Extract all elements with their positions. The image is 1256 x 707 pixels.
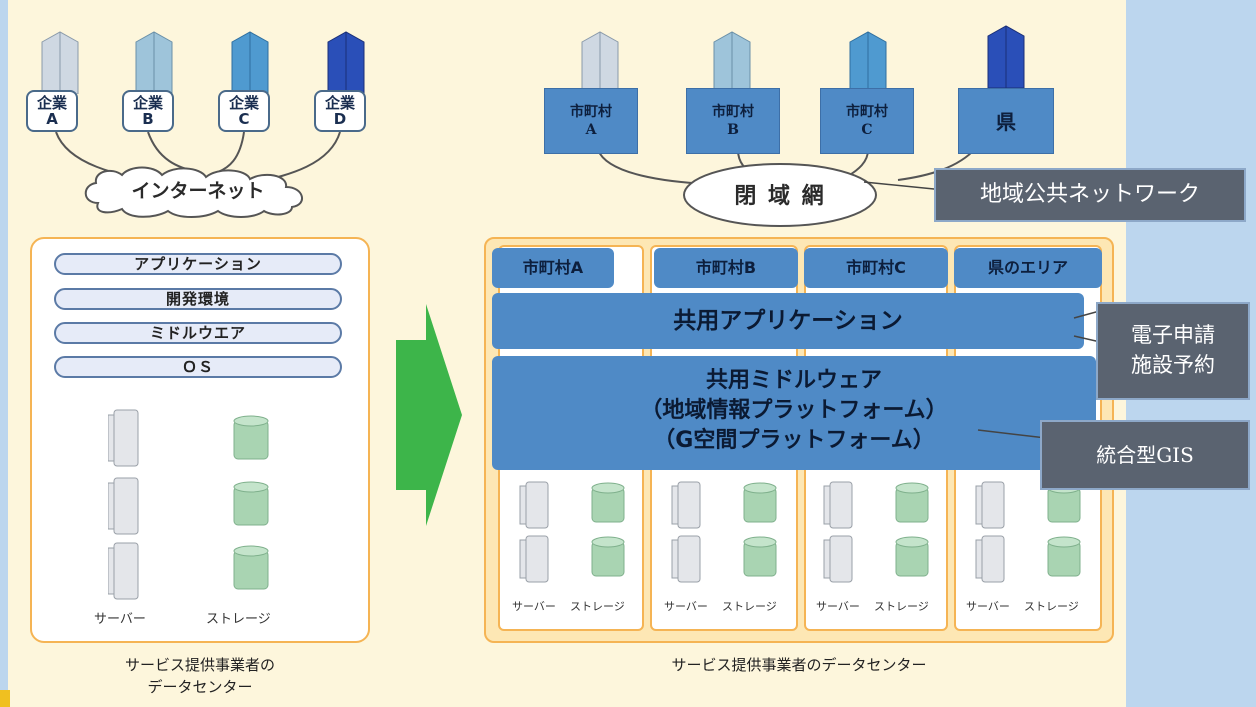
middleware-title: 共用ミドルウェア (705, 368, 882, 393)
prefecture-building-icon (982, 22, 1028, 89)
integrated-gis-callout: 統合型GIS (1040, 420, 1250, 490)
server-label: サーバー (512, 600, 556, 613)
company-label: 企業 (324, 94, 355, 112)
corner-accent (0, 690, 10, 707)
municipality-letter: C (861, 122, 873, 138)
regional-network-callout: 地域公共ネットワーク (934, 168, 1246, 222)
municipality-label: 市町村 (712, 104, 754, 120)
closed-network-ellipse-icon (683, 163, 877, 227)
shared-application-bar: 共用アプリケーション (492, 293, 1084, 349)
company-building-icon (322, 28, 368, 95)
stack-os: ＯＳ (54, 356, 342, 378)
company-building-icon (130, 28, 176, 95)
municipality-label: 市町村 (846, 104, 888, 120)
company-letter: A (46, 110, 58, 128)
prefecture-box: 県 (958, 88, 1054, 154)
company-a-box: 企業 A (26, 90, 78, 132)
municipality-a-box: 市町村 A (544, 88, 638, 154)
storage-label: ストレージ (874, 600, 929, 613)
municipality-building-icon (844, 28, 890, 95)
stack-dev-environment: 開発環境 (54, 288, 342, 310)
diagram-canvas: 企業 A 企業 B 企業 C 企業 D インターネット アプリケーション 開発環… (8, 0, 1126, 707)
right-server-storage-group (519, 481, 1081, 583)
shared-middleware-bar: 共用ミドルウェア （地域情報プラットフォーム） （G空間プラットフォーム） (492, 356, 1096, 470)
caption-line: サービス提供事業者の (124, 656, 275, 674)
storage-label: ストレージ (1024, 600, 1079, 613)
municipality-b-box: 市町村 B (686, 88, 780, 154)
area-tab-municipality-a: 市町村A (492, 248, 614, 288)
internet-cloud-icon (84, 166, 303, 218)
company-label: 企業 (228, 94, 259, 112)
storage-label: ストレージ (722, 600, 777, 613)
company-label: 企業 (132, 94, 163, 112)
municipality-building-icon (576, 28, 622, 95)
server-label: サーバー (816, 600, 860, 613)
storage-label: ストレージ (570, 600, 625, 613)
company-label: 企業 (36, 94, 67, 112)
egov-callout: 電子申請 施設予約 (1096, 302, 1250, 400)
left-caption: サービス提供事業者の データセンター (30, 654, 370, 698)
storage-label: ストレージ (206, 612, 271, 627)
company-letter: D (333, 110, 347, 128)
server-label: サーバー (664, 600, 708, 613)
company-building-icon (36, 28, 82, 95)
server-label: サーバー (966, 600, 1010, 613)
server-storage-group (108, 409, 269, 600)
prefecture-label: 県 (996, 110, 1016, 134)
company-c-box: 企業 C (218, 90, 270, 132)
area-tab-municipality-c: 市町村C (804, 248, 948, 288)
stack-application: アプリケーション (54, 253, 342, 275)
middleware-platform-regional: （地域情報プラットフォーム） (640, 398, 948, 423)
stack-middleware: ミドルウエア (54, 322, 342, 344)
arrow-right-icon (396, 304, 462, 526)
internet-label: インターネット (131, 180, 265, 202)
municipality-building-icon (708, 28, 754, 95)
company-letter: C (238, 110, 250, 128)
company-building-icon (226, 28, 272, 95)
municipality-label: 市町村 (570, 104, 612, 120)
municipality-letter: B (727, 122, 739, 138)
right-caption: サービス提供事業者のデータセンター (671, 656, 927, 674)
server-label: サーバー (94, 612, 146, 627)
municipality-letter: A (585, 122, 597, 138)
company-b-box: 企業 B (122, 90, 174, 132)
facility-reservation-line: 施設予約 (1131, 353, 1215, 377)
area-tab-municipality-b: 市町村B (654, 248, 798, 288)
company-d-box: 企業 D (314, 90, 366, 132)
egov-line: 電子申請 (1131, 323, 1215, 347)
municipality-c-box: 市町村 C (820, 88, 914, 154)
middleware-platform-g-space: （G空間プラットフォーム） (653, 428, 935, 453)
area-tab-prefecture: 県のエリア (954, 248, 1102, 288)
closed-network-label: 閉 域 網 (734, 184, 826, 209)
caption-line: データセンター (147, 678, 253, 696)
company-letter: B (142, 110, 154, 128)
